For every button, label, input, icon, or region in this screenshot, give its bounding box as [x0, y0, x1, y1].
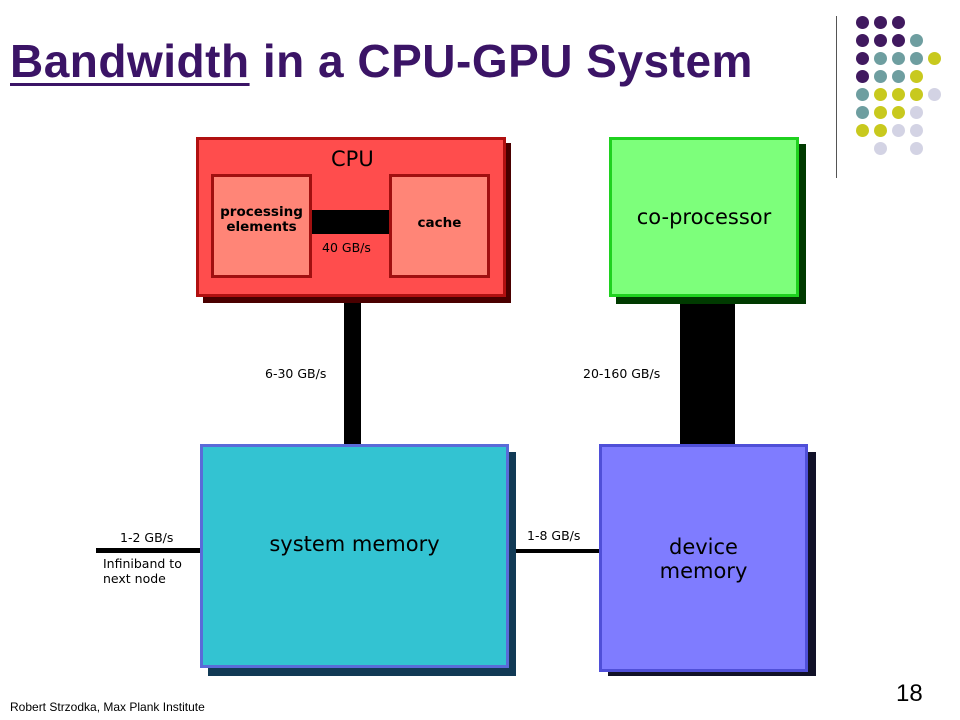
coprocessor-label: co-processor [636, 205, 772, 229]
link-infiniband-bw-label: 1-2 GB/s [120, 530, 174, 545]
cache-box: cache [389, 174, 490, 278]
decor-dot [874, 34, 887, 47]
link-cpu-sysmem [344, 296, 361, 448]
decor-dot [892, 106, 905, 119]
infiniband-line2: next node [103, 571, 166, 586]
decor-dot [910, 142, 923, 155]
link-infiniband [96, 548, 202, 553]
link-sysmem-devmem [508, 549, 602, 553]
decor-dot [910, 88, 923, 101]
decor-dot [856, 70, 869, 83]
footer-credit: Robert Strzodka, Max Plank Institute [10, 700, 205, 714]
decor-dot [874, 16, 887, 29]
system-memory-box: system memory [200, 444, 509, 668]
decor-dot [892, 34, 905, 47]
device-memory-label: device memory [602, 535, 805, 583]
link-pe-cache [312, 210, 390, 234]
cache-label: cache [417, 215, 462, 231]
slide-title: Bandwidth in a CPU-GPU System [10, 34, 753, 88]
decor-dot [856, 34, 869, 47]
decor-dot [874, 52, 887, 65]
decor-dot [874, 142, 887, 155]
decor-dot [928, 52, 941, 65]
device-memory-box: device memory [599, 444, 808, 672]
decor-dot [910, 106, 923, 119]
decor-dot [910, 34, 923, 47]
link-infiniband-desc: Infiniband to next node [103, 556, 182, 586]
decor-dot [856, 88, 869, 101]
decor-dot [856, 52, 869, 65]
decor-dot [910, 70, 923, 83]
decor-dot [910, 124, 923, 137]
system-memory-label: system memory [269, 532, 440, 556]
cpu-label: CPU [331, 147, 374, 171]
decor-dot [856, 124, 869, 137]
decor-dot [874, 124, 887, 137]
decor-dot [892, 88, 905, 101]
link-coproc-devmem [680, 300, 735, 448]
decor-dot [874, 70, 887, 83]
device-memory-label-line2: memory [659, 559, 748, 583]
decor-dot [892, 124, 905, 137]
decor-dot [856, 16, 869, 29]
decor-dot [928, 88, 941, 101]
decor-dot [910, 52, 923, 65]
decor-dot [856, 106, 869, 119]
processing-elements-label: processing elements [214, 205, 309, 235]
link-coproc-devmem-label: 20-160 GB/s [583, 366, 661, 381]
decor-dot [892, 16, 905, 29]
coprocessor-box: co-processor [609, 137, 799, 297]
pe-label-line2: elements [226, 219, 297, 235]
decor-dot [874, 88, 887, 101]
decor-dot [874, 106, 887, 119]
pe-label-line1: processing [220, 204, 303, 220]
device-memory-label-line1: device [669, 535, 738, 559]
link-sysmem-devmem-label: 1-8 GB/s [527, 528, 581, 543]
link-cpu-sysmem-label: 6-30 GB/s [265, 366, 327, 381]
processing-elements-box: processing elements [211, 174, 312, 278]
decor-dot [892, 70, 905, 83]
page-number: 18 [896, 680, 923, 707]
link-pe-cache-label: 40 GB/s [322, 240, 371, 255]
decor-divider-line [836, 16, 837, 178]
infiniband-line1: Infiniband to [103, 556, 182, 571]
decor-dot [892, 52, 905, 65]
title-underlined-word: Bandwidth [10, 35, 250, 87]
title-rest: in a CPU-GPU System [249, 35, 753, 87]
